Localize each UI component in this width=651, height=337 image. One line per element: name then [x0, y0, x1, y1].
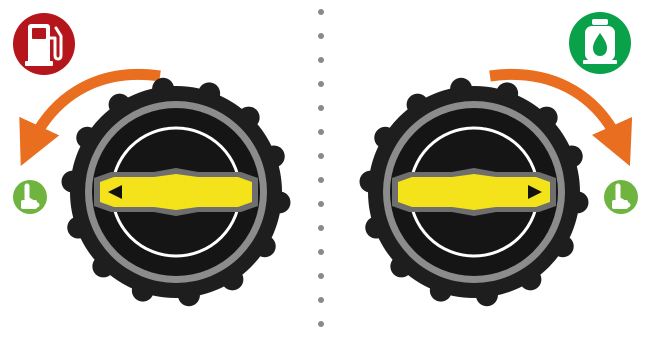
propane-tank-badge [569, 12, 631, 74]
divider-dot [318, 273, 324, 279]
fuel-selector-knob-left[interactable] [62, 78, 291, 306]
divider-dot [318, 249, 324, 255]
handle-grip [398, 174, 550, 210]
divider-dot [318, 297, 324, 303]
fuel-selector-knob-right[interactable] [360, 78, 589, 306]
divider-dot [318, 105, 324, 111]
gas-pump-badge [13, 13, 75, 75]
left-panel [13, 13, 290, 306]
knob-handle[interactable] [94, 168, 258, 216]
lever-valve-icon [13, 180, 47, 214]
handle-grip [100, 174, 252, 210]
right-panel [360, 12, 638, 306]
divider-dot [318, 129, 324, 135]
knob-handle[interactable] [392, 168, 556, 216]
divider-dot [318, 81, 324, 87]
center-divider [318, 9, 324, 327]
divider-dot [318, 153, 324, 159]
divider-dot [318, 177, 324, 183]
divider-dot [318, 57, 324, 63]
divider-dot [318, 9, 324, 15]
divider-dot [318, 33, 324, 39]
divider-dot [318, 321, 324, 327]
lever-valve-icon [604, 180, 638, 214]
divider-dot [318, 225, 324, 231]
divider-dot [318, 201, 324, 207]
